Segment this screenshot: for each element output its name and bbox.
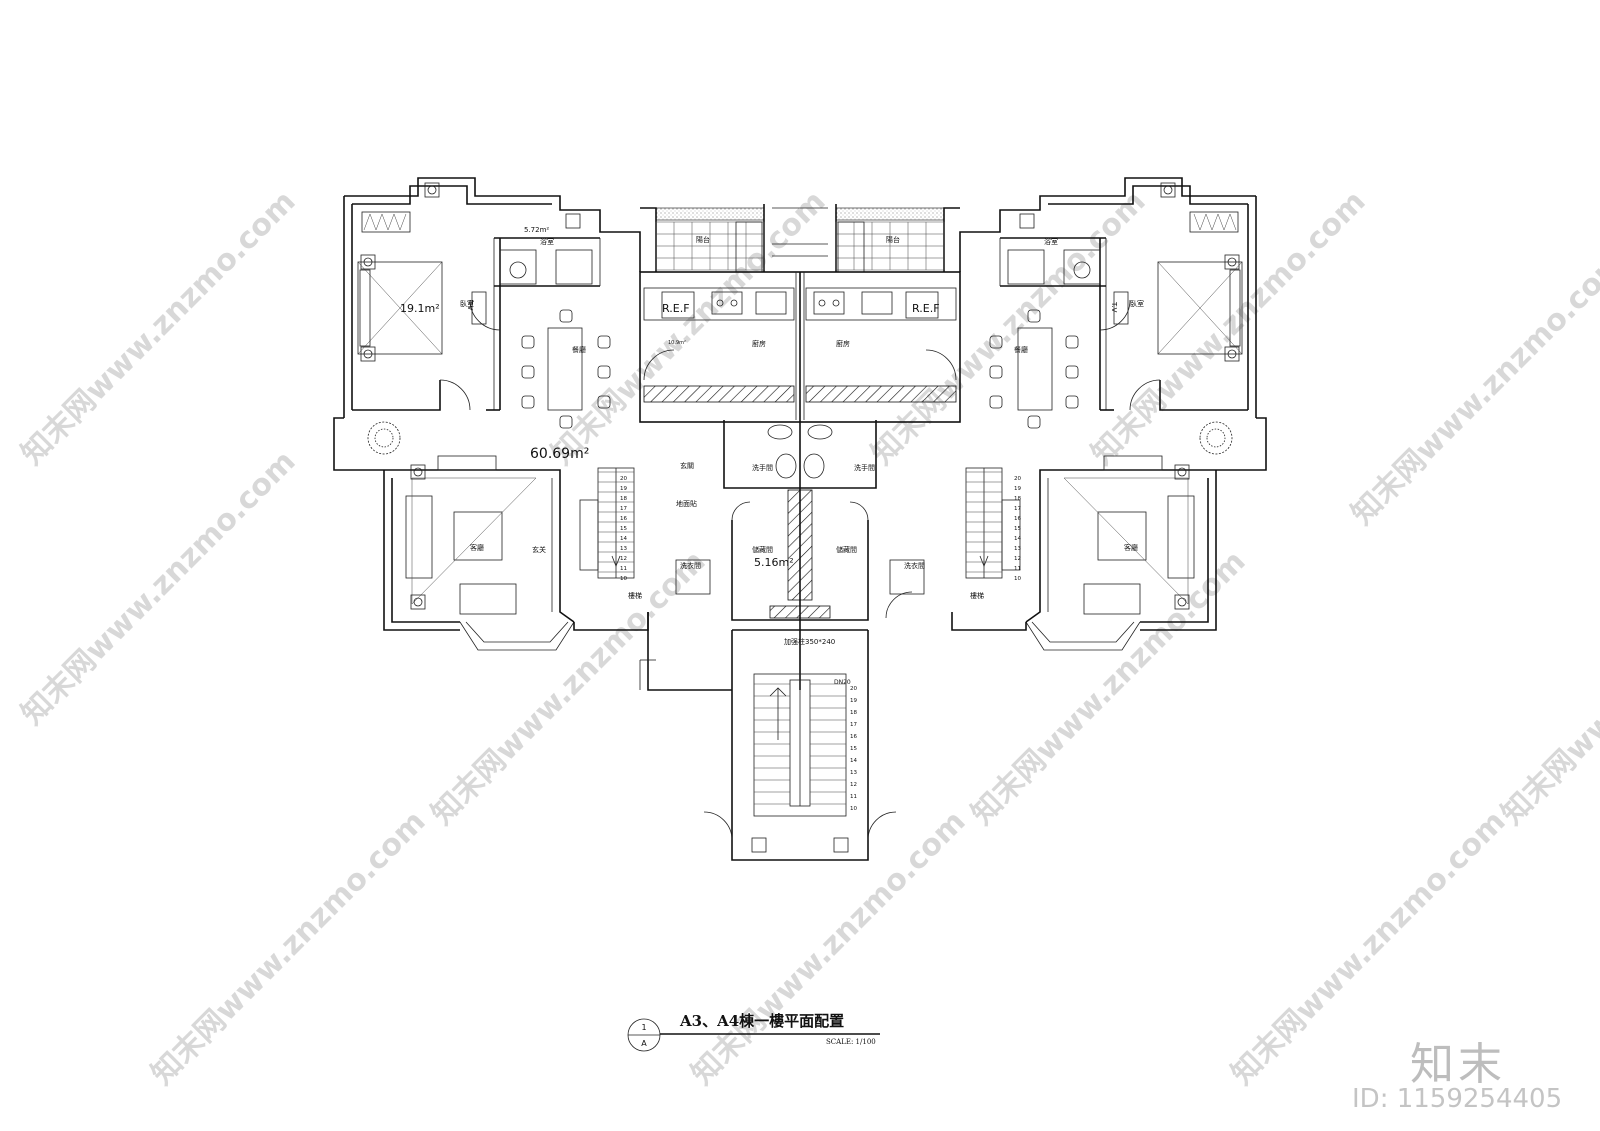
watermark-text: 知末网www.znzmo.com (965, 544, 1253, 832)
step-number: 20 (620, 476, 627, 482)
step-number: 19 (620, 486, 627, 492)
label-powder-left: 洗手間 (752, 463, 773, 472)
label-storage-right: 儲藏間 (836, 545, 857, 554)
room-labels: 浴室 5.72m² 19.1m² 臥室 T.V 餐廳 60.69m² 玄關 地面… (400, 226, 1144, 686)
step-number: 17 (1014, 506, 1021, 512)
watermark-text: 知末网www.znzmo.com (1345, 244, 1600, 532)
drawing-title: A3、A4棟一樓平面配置 (679, 1012, 844, 1030)
left-unit (333, 177, 732, 691)
label-dining-right: 餐廳 (1014, 345, 1028, 354)
step-number: 10 (850, 806, 857, 812)
label-balcony-right: 陽台 (886, 235, 900, 244)
label-stair-left: 樓梯 (628, 591, 642, 600)
title-block: 1 A A3、A4棟一樓平面配置 SCALE: 1/100 (627, 1012, 880, 1052)
label-living-left: 客廳 (470, 543, 484, 552)
step-number: 20 (1014, 476, 1021, 482)
label-hall: 玄關 (680, 461, 694, 470)
label-stair-right: 樓梯 (970, 591, 984, 600)
label-storage-area: 5.16m² (754, 556, 794, 569)
label-balcony-left: 陽台 (696, 235, 710, 244)
step-number: 12 (850, 782, 857, 788)
label-kitchen-right: 廚房 (836, 339, 850, 348)
label-laundry-right: 洗衣間 (904, 561, 925, 570)
label-dn: DN20 (834, 679, 851, 686)
step-number: 19 (1014, 486, 1021, 492)
label-kitchen-area: 10.9m² (668, 340, 686, 346)
watermark-text: 知末网www.znzmo.com (545, 184, 833, 472)
label-foyer: 玄关 (532, 545, 546, 554)
step-number: 16 (1014, 516, 1021, 522)
label-floor-tile: 地面貼 (676, 499, 697, 508)
label-tv-right: T.V (1110, 301, 1118, 313)
step-number: 13 (850, 770, 857, 776)
step-number: 14 (1014, 536, 1021, 542)
image-id-watermark: ID: 1159254405 (1352, 1084, 1563, 1114)
label-bath-left: 浴室 (540, 237, 554, 246)
step-number: 13 (620, 546, 627, 552)
step-number: 15 (1014, 526, 1021, 532)
step-number: 12 (1014, 556, 1021, 562)
step-number: 14 (620, 536, 627, 542)
label-hall-area: 60.69m² (530, 446, 589, 462)
callout-number: 1 (641, 1023, 646, 1032)
step-number: 11 (1014, 566, 1021, 572)
step-number: 17 (620, 506, 627, 512)
label-bath-area-left: 5.72m² (524, 226, 549, 234)
step-number: 16 (850, 734, 857, 740)
step-number: 19 (850, 698, 857, 704)
label-kitchen-left: 廚房 (752, 339, 766, 348)
step-number: 14 (850, 758, 857, 764)
label-bath-right: 浴室 (1044, 237, 1058, 246)
watermark-text: 知末网www.znzmo.com (15, 444, 303, 732)
label-powder-right: 洗手間 (854, 463, 875, 472)
watermark-text: 知末网www.znzmo.com (1495, 544, 1600, 832)
step-number: 10 (620, 576, 627, 582)
label-column-note: 加强柱350*240 (784, 637, 835, 646)
step-number: 11 (850, 794, 857, 800)
center-core (639, 204, 961, 861)
step-number: 12 (620, 556, 627, 562)
watermark-text: 知末网www.znzmo.com (425, 544, 713, 832)
step-number: 11 (620, 566, 627, 572)
watermark-text: 知末网www.znzmo.com (15, 184, 303, 472)
step-number: 18 (1014, 496, 1021, 502)
label-living-right: 客廳 (1124, 543, 1138, 552)
label-dining-left: 餐廳 (572, 345, 586, 354)
label-storage-left: 儲藏間 (752, 545, 773, 554)
step-number: 13 (1014, 546, 1021, 552)
label-tv-left: T.V (466, 299, 474, 311)
label-bedroom-right: 臥室 (1130, 299, 1144, 308)
drawing-scale: SCALE: 1/100 (826, 1038, 876, 1046)
right-unit (951, 177, 1267, 651)
step-number: 20 (850, 686, 857, 692)
stair-step-numbers: 20 20 19 19 18 18 17 17 16 16 15 15 14 14 13 13 12 12 11 11… (620, 476, 1021, 812)
step-number: 15 (620, 526, 627, 532)
step-number: 18 (620, 496, 627, 502)
label-bedroom-left: 臥室 (460, 299, 474, 308)
watermark-text: 知末网www.znzmo.com (145, 804, 433, 1092)
brand-watermark: 知末 (1410, 1039, 1506, 1090)
step-number: 16 (620, 516, 627, 522)
label-laundry-left: 洗衣間 (680, 561, 701, 570)
callout-sheet: A (641, 1039, 647, 1048)
label-ref-right: R.E.F (912, 302, 940, 315)
watermark-text: 知末网www.znzmo.com (685, 804, 973, 1092)
label-ref-left: R.E.F (662, 302, 690, 315)
label-bedroom-area-left: 19.1m² (400, 302, 440, 315)
step-number: 15 (850, 746, 857, 752)
step-number: 18 (850, 710, 857, 716)
step-number: 17 (850, 722, 857, 728)
step-number: 10 (1014, 576, 1021, 582)
